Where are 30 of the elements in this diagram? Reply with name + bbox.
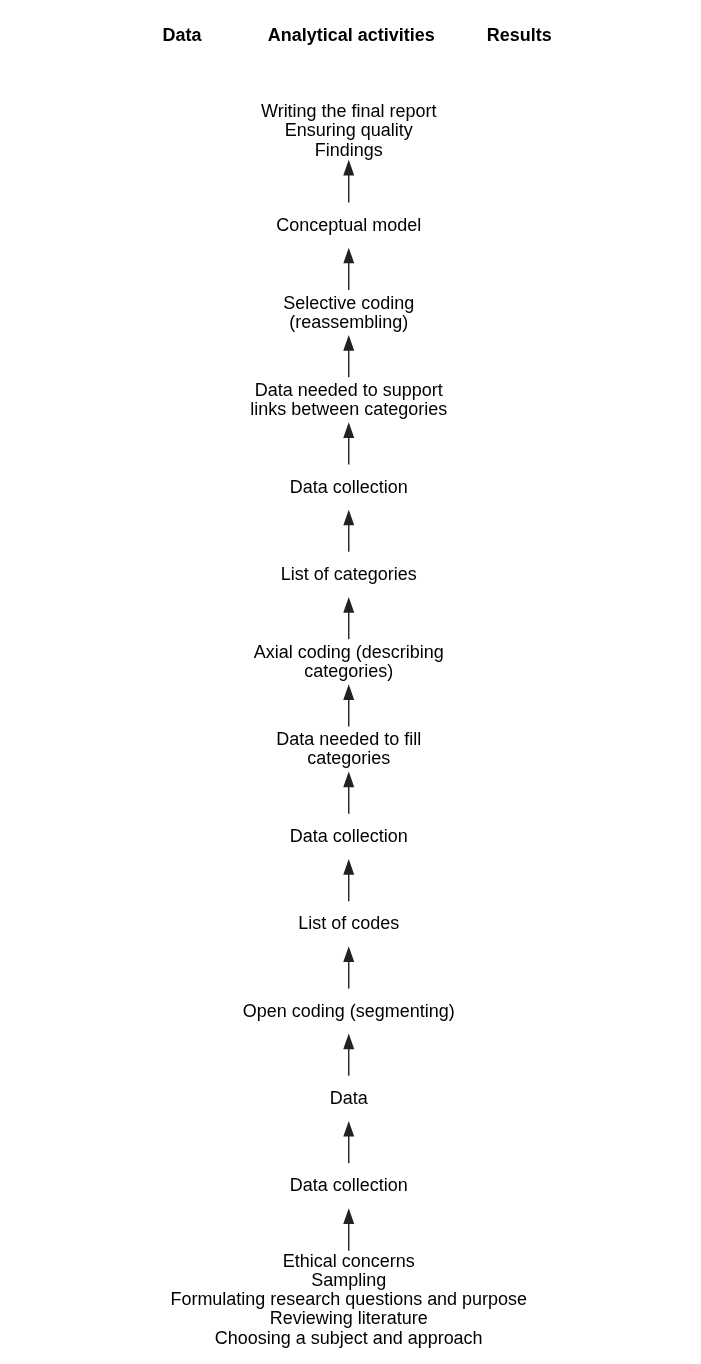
node-text: Data needed to fill categories: [275, 729, 421, 769]
node-text: Open coding (segmenting): [242, 1000, 455, 1021]
arrow: [342, 596, 354, 640]
arrow: [342, 335, 354, 378]
arrow: [342, 159, 354, 204]
arrow: [342, 684, 354, 728]
node-text: Data collection: [289, 476, 408, 497]
arrow: [342, 771, 354, 815]
node-text: Axial coding (describing categories): [253, 641, 444, 682]
node-text: List of categories: [280, 564, 417, 585]
node-text: Conceptual model: [275, 214, 421, 235]
arrow: [342, 1208, 354, 1252]
arrow: [342, 1033, 354, 1077]
node-text: Data collection: [289, 1175, 408, 1196]
arrow: [342, 858, 354, 902]
label: Analytical activities: [267, 24, 435, 45]
arrow: [342, 422, 354, 466]
label: Results: [486, 24, 552, 45]
node-text: Selective coding (reassembling): [282, 292, 414, 332]
arrow: [342, 247, 354, 291]
node-text: Data collection: [289, 826, 408, 847]
label: Data: [162, 24, 201, 45]
node-text: Ethical concerns Sampling Formulating research questions and purpose Reviewing literature Choosing a subject and approach: [169, 1250, 527, 1348]
node-text: List of codes: [297, 913, 399, 934]
arrow: [342, 1120, 354, 1164]
node-text: Data needed to support links between categories: [249, 379, 447, 420]
arrow: [342, 509, 354, 553]
node-text: Data: [329, 1088, 368, 1109]
node-text: Writing the final report Ensuring quality Findings: [260, 101, 436, 160]
arrow: [342, 946, 354, 990]
